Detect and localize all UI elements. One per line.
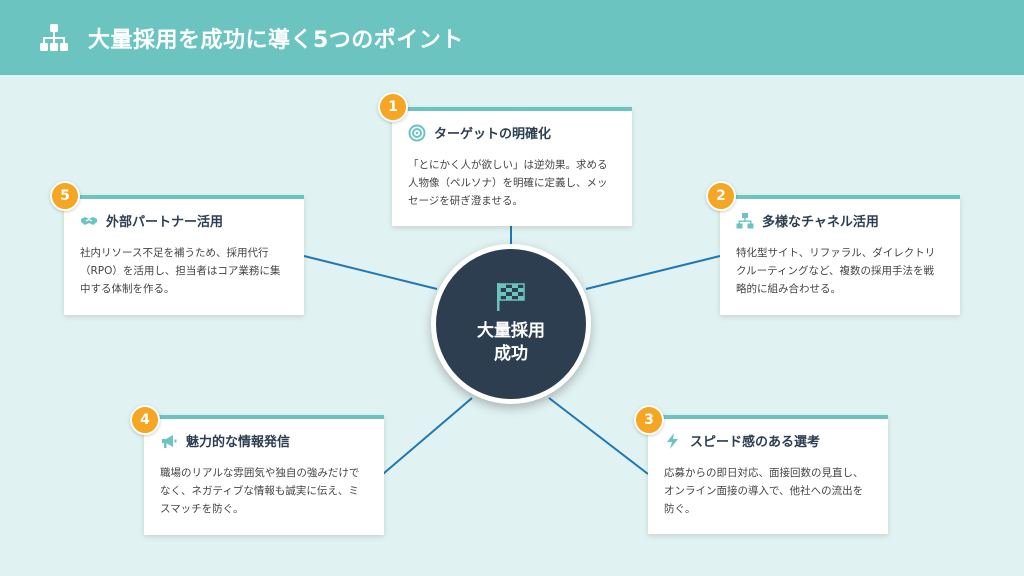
page-title: 大量採用を成功に導く5つのポイント — [88, 27, 464, 53]
point-description: 社内リソース不足を補うため、採用代行（RPO）を活用し、担当者はコア業務に集中す… — [80, 247, 281, 295]
point-card-3: スピード感のある選考 応募からの即日対応、面接回数の見直し、オンライン面接の導入… — [648, 415, 888, 534]
handshake-icon — [81, 216, 97, 225]
point-card-1: ターゲットの明確化 「とにかく人が欲しい」は逆効果。求める人物像（ペルソナ）を明… — [392, 107, 632, 226]
point-title: 外部パートナー活用 — [106, 215, 224, 230]
connector-line-5 — [303, 255, 438, 290]
point-badge-5: 5 — [50, 181, 80, 211]
point-badge-4: 4 — [130, 405, 160, 435]
point-description: 特化型サイト、リファラル、ダイレクトリクルーティングなど、複数の採用手法を戦略的… — [736, 247, 936, 295]
point-description: 応募からの即日対応、面接回数の見直し、オンライン面接の導入で、他社への流出を防ぐ… — [664, 467, 864, 515]
point-title: ターゲットの明確化 — [434, 127, 552, 142]
network-icon — [736, 212, 754, 228]
flag-checkered-icon — [497, 283, 525, 311]
header-bar: 大量採用を成功に導く5つのポイント — [0, 0, 1024, 75]
point-badge-2: 2 — [706, 181, 736, 211]
sitemap-icon — [40, 23, 68, 51]
megaphone-icon — [162, 434, 177, 448]
connector-line-3 — [548, 397, 649, 475]
point-badge-1: 1 — [378, 92, 408, 122]
point-card-5: 外部パートナー活用 社内リソース不足を補うため、採用代行（RPO）を活用し、担当… — [64, 195, 304, 315]
point-description: 「とにかく人が欲しい」は逆効果。求める人物像（ペルソナ）を明確に定義し、メッセー… — [408, 159, 608, 207]
point-title: 多様なチャネル活用 — [762, 215, 879, 230]
point-title: 魅力的な情報発信 — [186, 435, 291, 450]
connector-line-4 — [382, 397, 473, 475]
connector-line-2 — [585, 255, 721, 290]
bolt-icon — [667, 432, 678, 449]
point-card-4: 魅力的な情報発信 職場のリアルな雰囲気や独自の強みだけでなく、ネガティブな情報も… — [144, 415, 384, 535]
point-card-2: 多様なチャネル活用 特化型サイト、リファラル、ダイレクトリクルーティングなど、複… — [720, 195, 960, 315]
target-icon — [408, 124, 426, 141]
center-hub: 大量採用 成功 — [431, 244, 591, 404]
point-description: 職場のリアルな雰囲気や独自の強みだけでなく、ネガティブな情報も誠実に伝え、ミスマ… — [160, 467, 360, 515]
point-badge-3: 3 — [634, 405, 664, 435]
center-label: 大量採用 成功 — [477, 321, 545, 364]
point-title: スピード感のある選考 — [690, 435, 821, 450]
